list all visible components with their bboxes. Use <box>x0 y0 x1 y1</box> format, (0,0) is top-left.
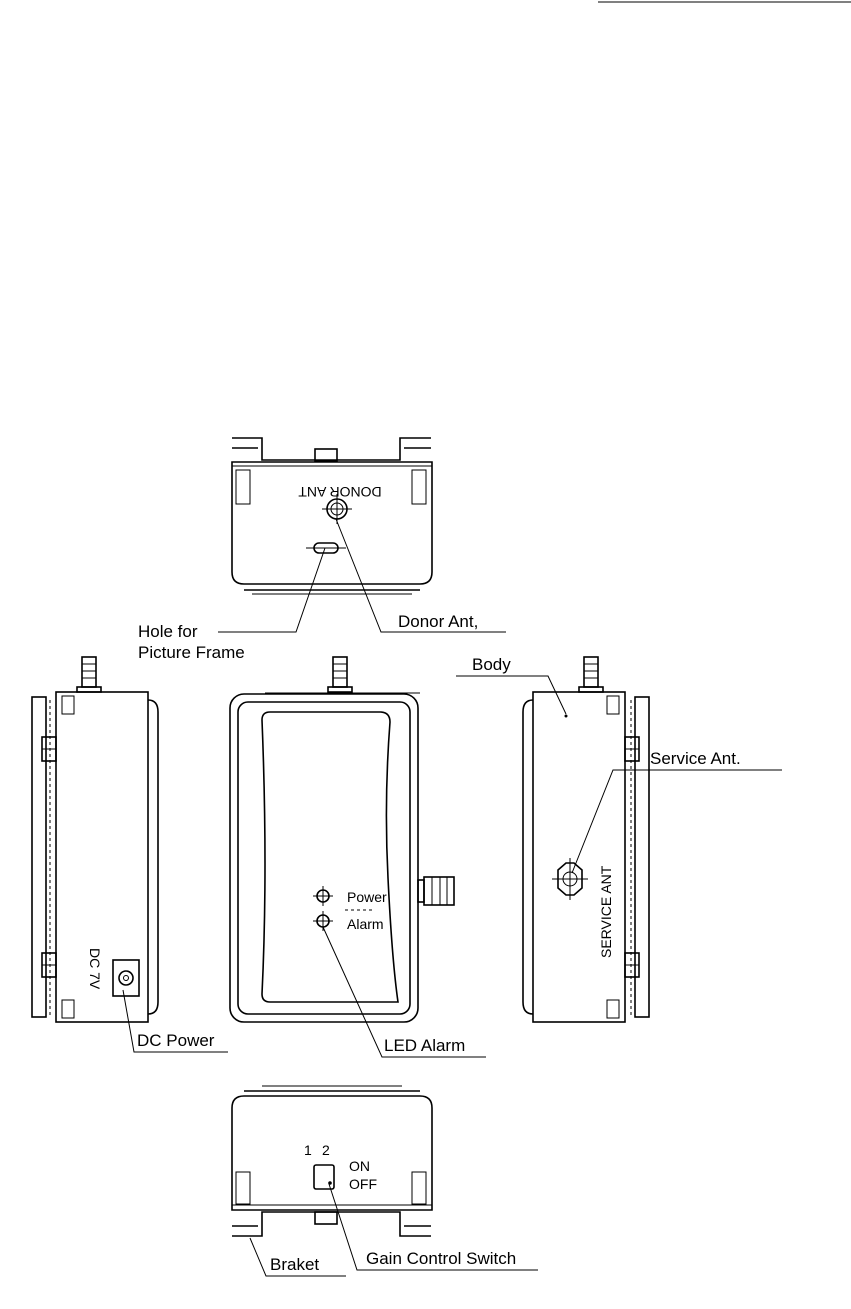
left-corner-bottom <box>62 1000 74 1018</box>
power-led-marking: Power <box>347 889 387 905</box>
dc-power-label: DC Power <box>137 1031 215 1050</box>
dc-jack-icon <box>113 960 139 996</box>
picture-frame-hole-icon <box>306 543 346 553</box>
body-label: Body <box>472 655 511 674</box>
donor-ant-label: Donor Ant, <box>398 612 478 631</box>
led-alarm-label: LED Alarm <box>384 1036 465 1055</box>
switch-position-1: 1 <box>304 1142 312 1158</box>
left-side-view: DC 7V <box>32 657 158 1022</box>
right-view-front-bevel <box>523 700 533 1014</box>
service-connector-icon <box>552 858 588 900</box>
power-led-icon <box>313 886 333 906</box>
left-view-front-bevel <box>148 700 158 1014</box>
right-antenna-connector-icon <box>579 657 603 692</box>
right-view-body <box>533 692 625 1022</box>
service-ant-marking: SERVICE ANT <box>598 865 614 958</box>
right-bracket <box>635 697 649 1017</box>
service-ant-leader-line <box>572 770 782 873</box>
front-outer-frame <box>230 694 418 1022</box>
front-panel <box>262 712 398 1002</box>
left-corner-top <box>62 696 74 714</box>
front-view: Power Alarm <box>230 657 454 1022</box>
switch-on-marking: ON <box>349 1158 370 1174</box>
top-view-body <box>232 462 432 584</box>
switch-off-marking: OFF <box>349 1176 377 1192</box>
right-corner-top <box>607 696 619 714</box>
left-bracket <box>32 697 46 1017</box>
right-corner-bottom <box>607 1000 619 1018</box>
gain-control-switch-label: Gain Control Switch <box>366 1249 516 1268</box>
dc-voltage-marking: DC 7V <box>87 948 103 990</box>
right-side-view: SERVICE ANT <box>523 657 649 1022</box>
service-ant-label: Service Ant. <box>650 749 741 768</box>
bottom-screw-nut <box>315 1212 337 1224</box>
bottom-corner-left <box>236 1172 250 1204</box>
front-side-connector-icon <box>418 877 454 905</box>
top-corner-left <box>236 470 250 504</box>
braket-label: Braket <box>270 1255 319 1274</box>
hole-label-line2: Picture Frame <box>138 643 245 662</box>
bottom-view: 1 2 ON OFF <box>232 1086 432 1236</box>
left-antenna-connector-icon <box>77 657 101 692</box>
front-antenna-connector-icon <box>328 657 352 692</box>
body-leader-line <box>456 676 566 714</box>
bottom-corner-right <box>412 1172 426 1204</box>
gain-switch-icon <box>314 1165 334 1189</box>
alarm-led-marking: Alarm <box>347 916 384 932</box>
top-view: DONOR ANT <box>232 438 432 594</box>
switch-position-2: 2 <box>322 1142 330 1158</box>
body-pointer-dot <box>565 715 568 718</box>
top-corner-right <box>412 470 426 504</box>
hole-label-line1: Hole for <box>138 622 198 641</box>
donor-ant-marking: DONOR ANT <box>298 484 382 500</box>
